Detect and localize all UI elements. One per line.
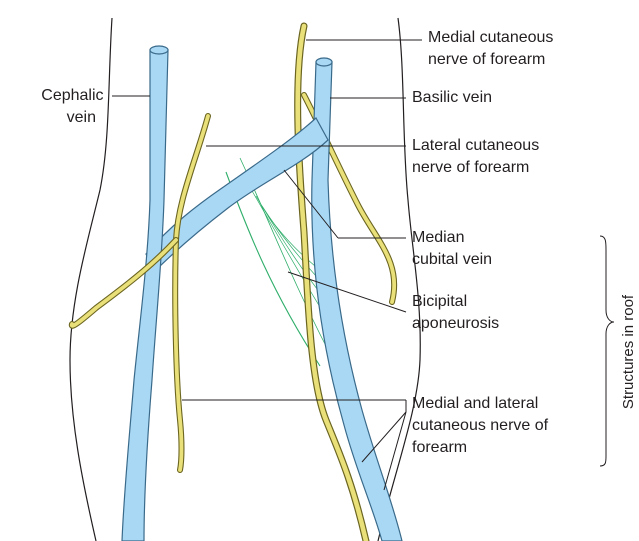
label-basilic-vein: Basilic vein (412, 89, 492, 106)
roof-bracket (600, 236, 614, 466)
label-cephalic-vein: Cephalic vein (41, 87, 108, 126)
label-medial-cutaneous-nerve: Medial cutaneous nerve of forearm (428, 29, 558, 68)
cephalic-vein (122, 50, 168, 541)
label-lateral-cutaneous-nerve: Lateral cutaneous nerve of forearm (412, 137, 544, 176)
label-bicipital-aponeurosis: Bicipital aponeurosis (412, 293, 499, 332)
label-median-cubital-vein: Median cubital vein (412, 229, 492, 268)
cephalic-vein-cut-end (150, 46, 168, 54)
label-medial-lateral-cutaneous: Medial and lateral cutaneous nerve of fo… (412, 395, 553, 456)
label-structures-in-roof: Structures in roof (620, 294, 637, 409)
basilic-vein-cut-end (316, 58, 332, 66)
